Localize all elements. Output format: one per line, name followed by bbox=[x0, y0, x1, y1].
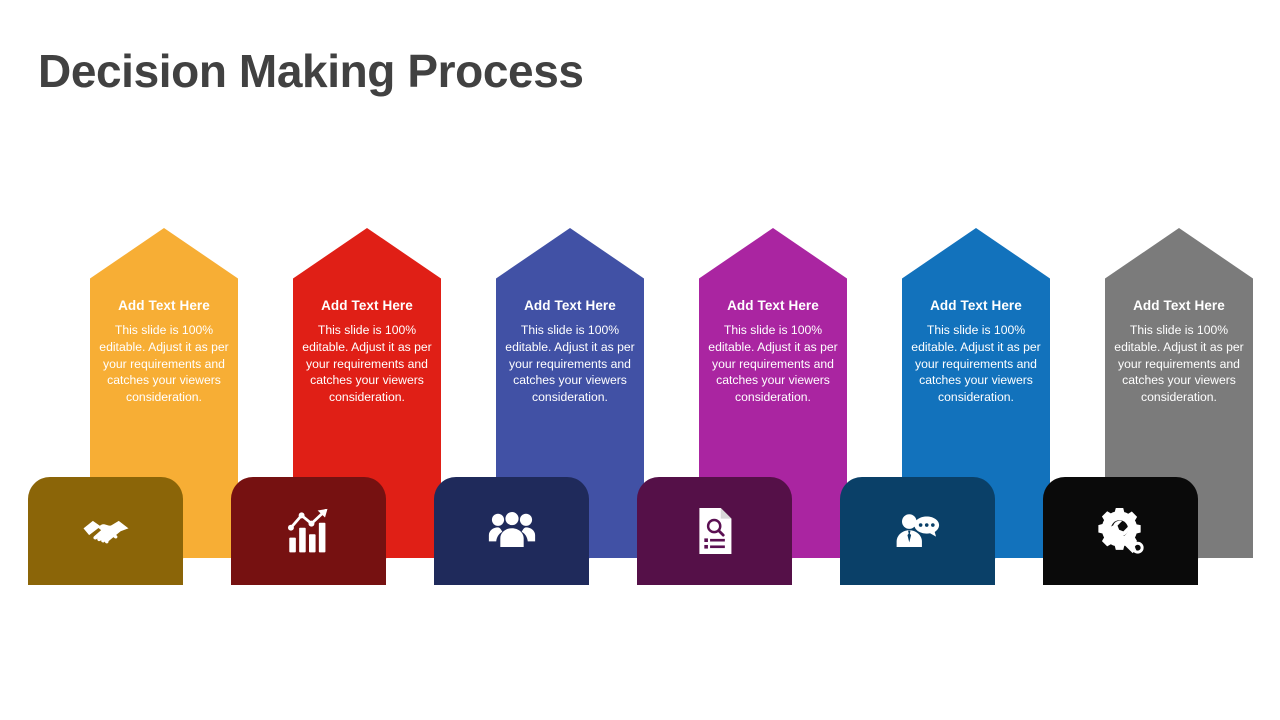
step-heading: Add Text Here bbox=[118, 298, 210, 313]
step-heading: Add Text Here bbox=[727, 298, 819, 313]
step-body-text: This slide is 100% editable. Adjust it a… bbox=[505, 322, 635, 405]
step-heading: Add Text Here bbox=[321, 298, 413, 313]
icon-card[interactable] bbox=[434, 477, 589, 585]
step-heading: Add Text Here bbox=[524, 298, 616, 313]
people-group-icon bbox=[488, 512, 535, 547]
step-heading: Add Text Here bbox=[930, 298, 1022, 313]
document-search-icon bbox=[697, 508, 733, 554]
icon-card[interactable] bbox=[1043, 477, 1198, 585]
step-body-text: This slide is 100% editable. Adjust it a… bbox=[911, 322, 1041, 405]
step-body-text: This slide is 100% editable. Adjust it a… bbox=[708, 322, 838, 405]
step-body-text: This slide is 100% editable. Adjust it a… bbox=[1114, 322, 1244, 405]
gear-wrench-icon bbox=[1096, 508, 1144, 554]
page-title: Decision Making Process bbox=[38, 45, 584, 97]
person-speech-bubble-icon bbox=[896, 514, 939, 547]
step-heading: Add Text Here bbox=[1133, 298, 1225, 313]
icon-card[interactable] bbox=[28, 477, 183, 585]
bar-chart-growth-icon bbox=[285, 508, 329, 554]
icon-card[interactable] bbox=[840, 477, 995, 585]
step-body-text: This slide is 100% editable. Adjust it a… bbox=[302, 322, 432, 405]
icon-card[interactable] bbox=[231, 477, 386, 585]
step-body-text: This slide is 100% editable. Adjust it a… bbox=[99, 322, 229, 405]
icon-card[interactable] bbox=[637, 477, 792, 585]
handshake-icon bbox=[83, 520, 128, 544]
